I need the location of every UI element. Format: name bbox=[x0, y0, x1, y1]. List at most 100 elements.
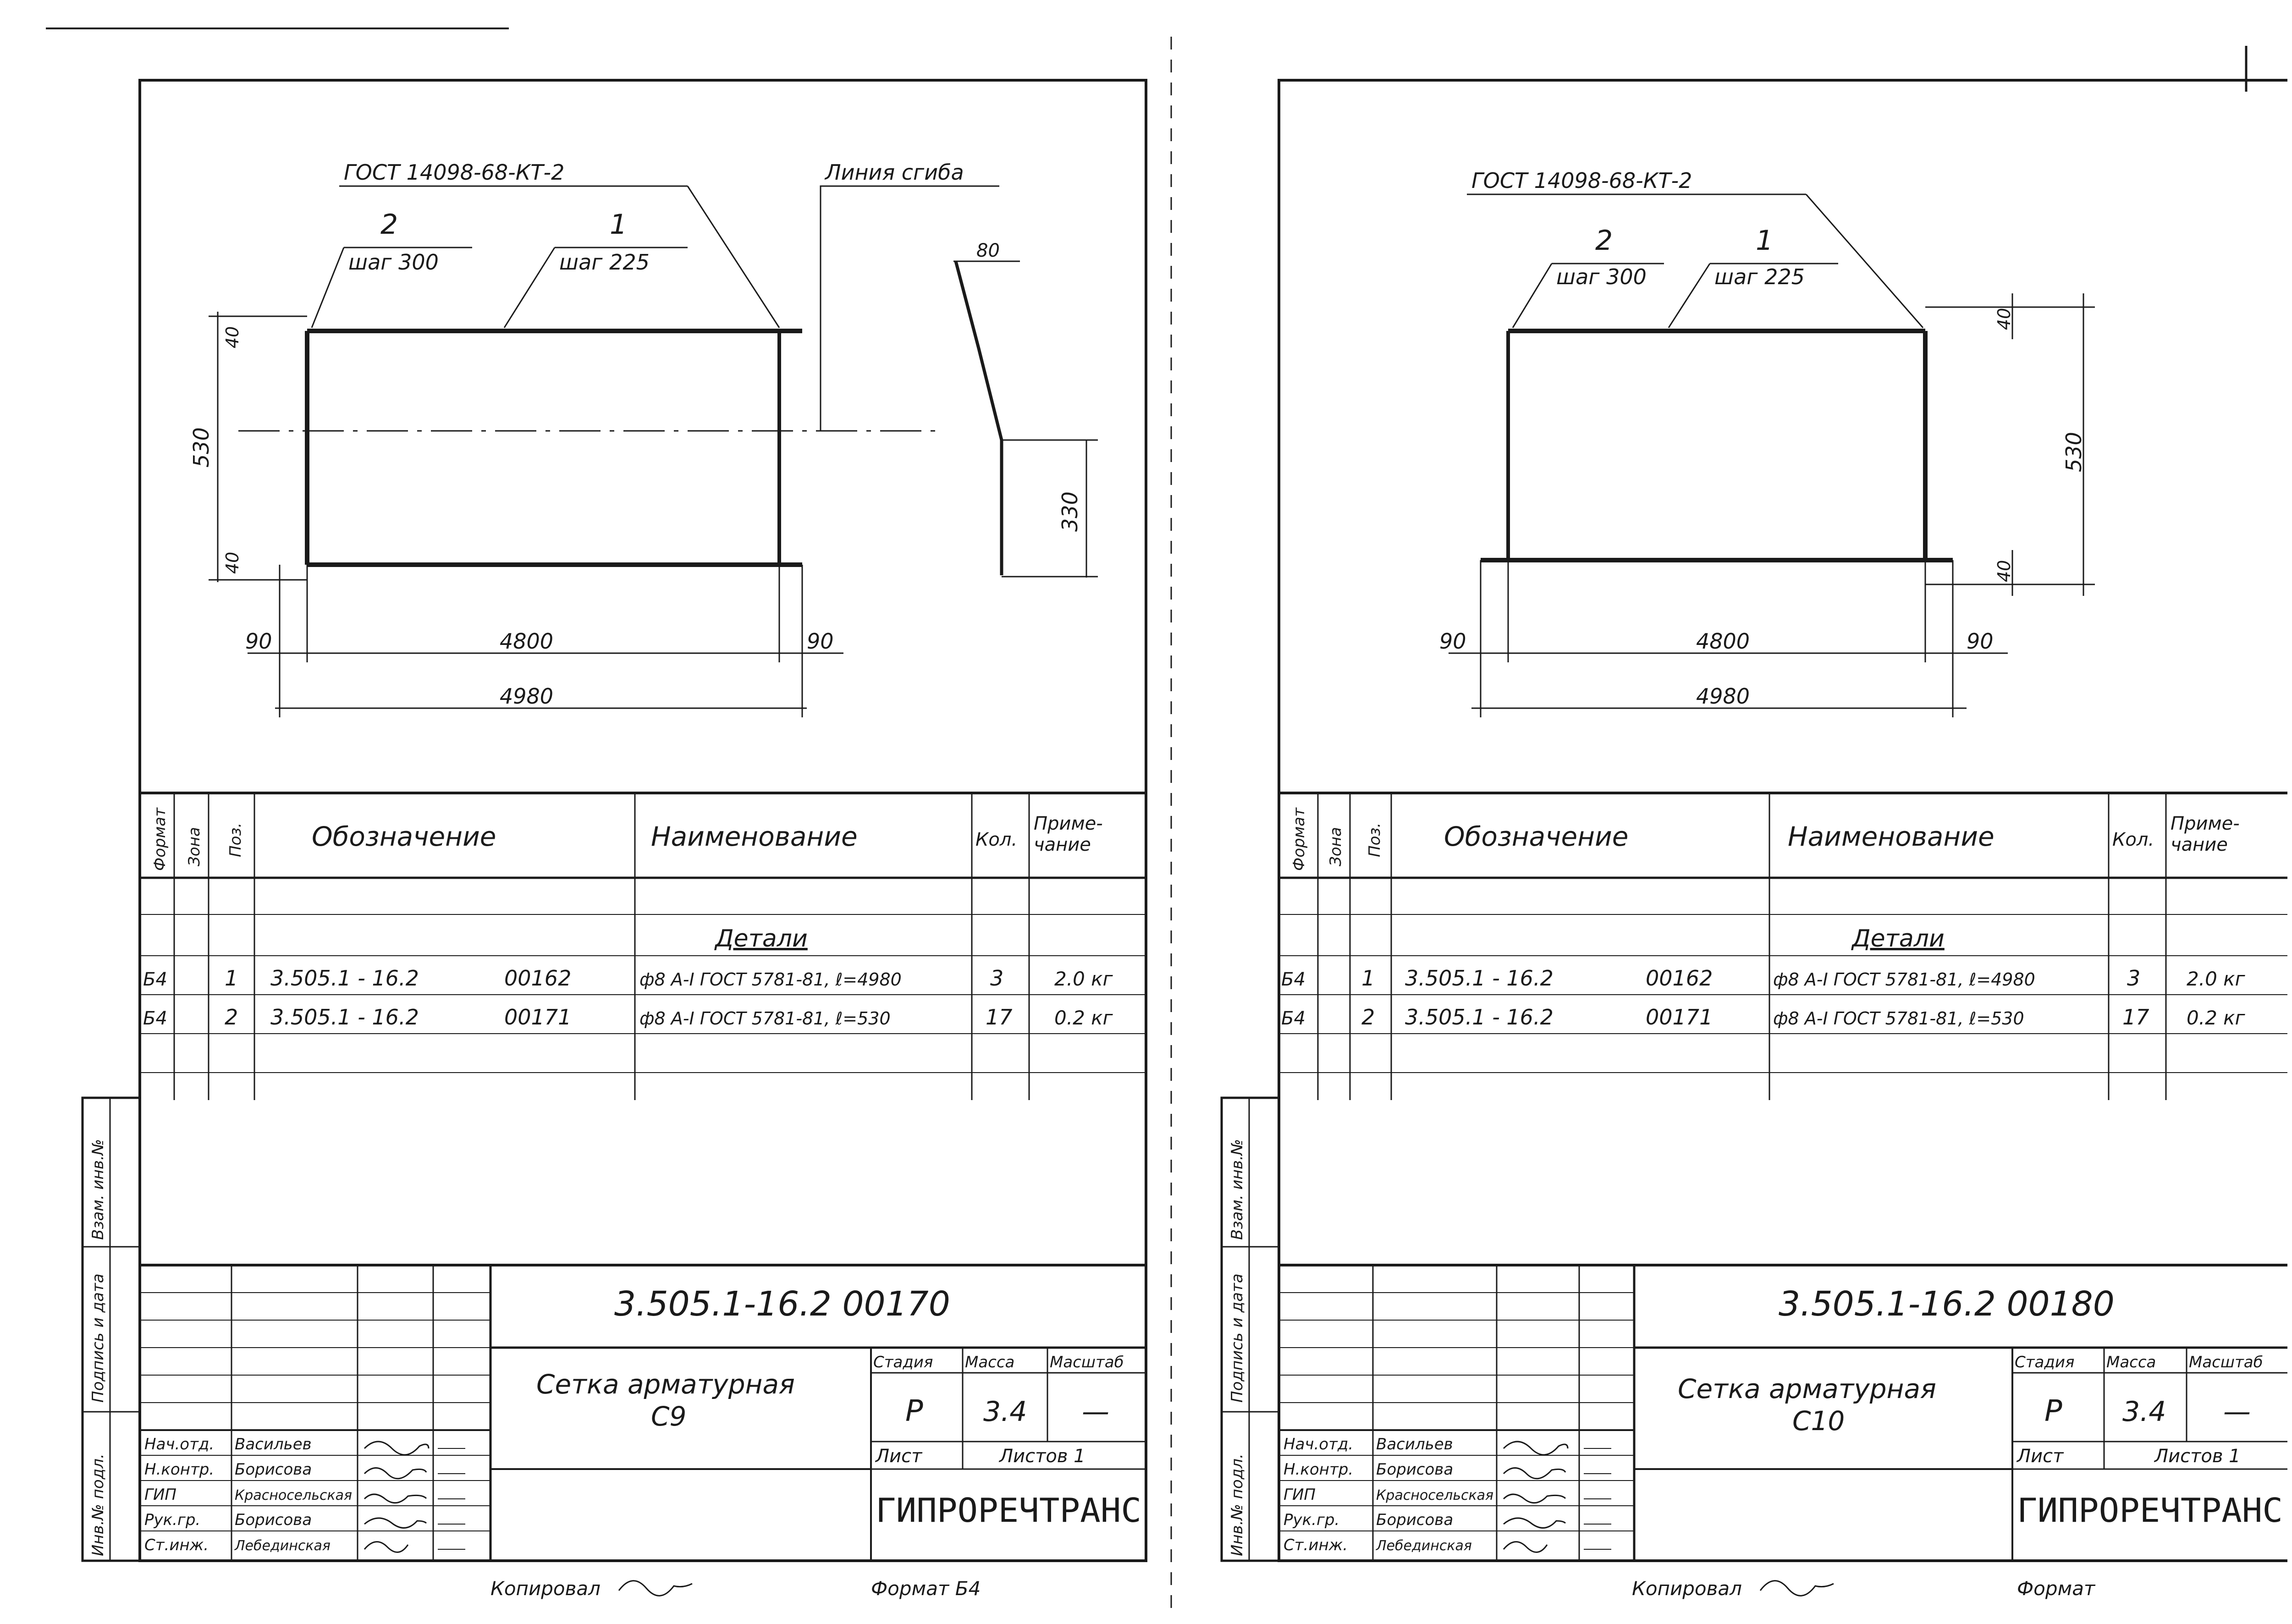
row-1-num: 00162 bbox=[504, 966, 571, 991]
row-2-qty: 17 bbox=[986, 1005, 1013, 1029]
staff-name: Борисова bbox=[1376, 1511, 1453, 1529]
signature bbox=[364, 1517, 427, 1529]
dim-40-bottom: 40 bbox=[222, 552, 242, 574]
staff-name: Лебединская bbox=[1376, 1538, 1472, 1554]
copied-signature bbox=[618, 1580, 693, 1596]
dim-90-left: 90 bbox=[1439, 629, 1466, 654]
header-pos: Поз. bbox=[1366, 823, 1384, 857]
staff-role: Нач.отд. bbox=[1284, 1435, 1353, 1453]
header-format: Формат bbox=[151, 807, 169, 871]
row-2-name: ф8 А-I ГОСТ 5781-81, ℓ=530 bbox=[639, 1008, 891, 1029]
mass-label: Масса bbox=[965, 1353, 1014, 1371]
staff-role: Рук.гр. bbox=[144, 1511, 200, 1529]
row-1-note: 2.0 кг bbox=[2187, 968, 2246, 990]
row-2-name: ф8 А-I ГОСТ 5781-81, ℓ=530 bbox=[1773, 1008, 2024, 1029]
spec-table: Формат Зона Поз. Обозначение Наименовани… bbox=[1279, 792, 2287, 1100]
gost-callout: ГОСТ 14098-68-КТ-2 bbox=[1471, 168, 1692, 193]
header-designation: Обозначение bbox=[312, 821, 496, 852]
signature bbox=[1503, 1541, 1548, 1553]
row-1-name: ф8 А-I ГОСТ 5781-81, ℓ=4980 bbox=[639, 969, 902, 990]
bar-2-step: шаг 300 bbox=[1556, 264, 1647, 289]
sheets-label: Листов 1 bbox=[2154, 1446, 2241, 1467]
dim-530: 530 bbox=[2061, 432, 2086, 472]
staff-name: Васильев bbox=[235, 1435, 312, 1453]
row-1-qty: 3 bbox=[2127, 966, 2140, 991]
stage-label: Стадия bbox=[2015, 1353, 2074, 1371]
bar-2-number: 2 bbox=[380, 209, 398, 241]
row-2-code: 3.505.1 - 16.2 bbox=[1405, 1005, 1554, 1029]
header-format: Формат bbox=[1290, 807, 1308, 871]
side-label-inv: Инв.№ подл. bbox=[1228, 1453, 1246, 1556]
dim-4800: 4800 bbox=[1696, 629, 1750, 654]
dim-40-bottom: 40 bbox=[1994, 560, 2014, 582]
row-2-qty: 17 bbox=[2122, 1005, 2149, 1029]
row-2-note: 0.2 кг bbox=[1054, 1007, 1113, 1029]
section-title: Детали bbox=[714, 925, 808, 952]
signature bbox=[364, 1467, 427, 1480]
signature bbox=[438, 1448, 465, 1550]
scale-label: Масштаб bbox=[1050, 1353, 1124, 1371]
copied-signature bbox=[1759, 1580, 1834, 1596]
sheet-c9: ГОСТ 14098-68-КТ-2 2 шаг 300 1 шаг 225 Л… bbox=[81, 79, 1147, 1600]
bar-2-leader bbox=[1512, 263, 1553, 328]
bent-bar-detail bbox=[954, 261, 1003, 575]
title-block: Нач.отд. Васильев Н.контр. Борисова ГИП … bbox=[140, 1264, 1146, 1600]
header-zone: Зона bbox=[185, 827, 204, 866]
side-strip: Инв.№ подл. Подпись и дата Взам. инв.№ bbox=[1220, 1096, 1280, 1562]
dim-4980: 4980 bbox=[1696, 684, 1750, 709]
row-1-note: 2.0 кг bbox=[1054, 968, 1113, 990]
staff-name: Васильев bbox=[1376, 1435, 1453, 1453]
side-label-replace: Взам. инв.№ bbox=[1228, 1139, 1246, 1240]
header-note: Приме-чание bbox=[1034, 813, 1103, 855]
staff-role: Н.контр. bbox=[144, 1460, 214, 1479]
row-1-num: 00162 bbox=[1646, 966, 1713, 991]
section-title: Детали bbox=[1851, 925, 1945, 952]
header-note: Приме-чание bbox=[2171, 813, 2240, 855]
row-1-name: ф8 А-I ГОСТ 5781-81, ℓ=4980 bbox=[1773, 969, 2035, 990]
bar-1-step: шаг 225 bbox=[559, 250, 650, 275]
staff-role: Нач.отд. bbox=[144, 1435, 214, 1453]
mass-label: Масса bbox=[2106, 1353, 2156, 1371]
header-name: Наименование bbox=[651, 821, 858, 852]
fold-line-label: Линия сгиба bbox=[824, 160, 964, 185]
bar-2-number: 2 bbox=[1595, 225, 1613, 257]
dim-4980: 4980 bbox=[500, 684, 553, 709]
gost-callout: ГОСТ 14098-68-КТ-2 bbox=[344, 160, 564, 185]
row-1-code: 3.505.1 - 16.2 bbox=[1405, 966, 1554, 991]
mass-value: 3.4 bbox=[983, 1396, 1027, 1428]
signature bbox=[1503, 1441, 1569, 1456]
gost-leader bbox=[687, 186, 780, 328]
dim-4800: 4800 bbox=[500, 629, 553, 654]
header-qty: Кол. bbox=[2112, 829, 2154, 850]
dim-330: 330 bbox=[1058, 491, 1082, 532]
title-line2: С10 bbox=[1792, 1405, 1845, 1437]
row-1-code: 3.505.1 - 16.2 bbox=[270, 966, 419, 991]
mesh-drawing: ГОСТ 14098-68-КТ-2 2 шаг 300 1 шаг 225 Л… bbox=[189, 160, 1098, 717]
dim-40-top: 40 bbox=[1994, 308, 2014, 330]
bar-1-leader bbox=[503, 247, 556, 328]
signature bbox=[364, 1441, 430, 1456]
bar-1-number: 1 bbox=[610, 209, 627, 241]
side-strip-frame bbox=[81, 1096, 141, 1562]
staff-role: Ст.инж. bbox=[144, 1536, 209, 1554]
row-1-pos: 1 bbox=[225, 966, 238, 991]
side-label-sign: Подпись и дата bbox=[89, 1273, 107, 1403]
organization-stamp: ГИПРОРЕЧТРАНС bbox=[876, 1491, 1141, 1530]
fold-line-leader bbox=[820, 185, 999, 431]
staff-role: Н.контр. bbox=[1284, 1460, 1353, 1479]
sheets-label: Листов 1 bbox=[998, 1446, 1085, 1467]
row-1-format: Б4 bbox=[143, 969, 167, 990]
signature bbox=[1503, 1467, 1566, 1480]
staff-role: ГИП bbox=[1284, 1486, 1316, 1504]
staff-role: ГИП bbox=[144, 1486, 176, 1504]
side-strip: Инв.№ подл. Подпись и дата Взам. инв.№ bbox=[81, 1096, 141, 1562]
staff-role: Ст.инж. bbox=[1284, 1536, 1348, 1554]
dim-40-top: 40 bbox=[222, 326, 242, 348]
scale-label: Масштаб bbox=[2189, 1353, 2263, 1371]
dim-530: 530 bbox=[189, 427, 214, 468]
sheet-frame bbox=[138, 79, 1147, 1562]
staff-name: Борисова bbox=[235, 1511, 312, 1529]
doc-code: 3.505.1-16.2 00180 bbox=[1779, 1284, 2115, 1324]
organization-stamp: ГИПРОРЕЧТРАНС bbox=[2017, 1491, 2283, 1530]
sheet-c10: ГОСТ 14098-68-КТ-2 2 шаг 300 1 шаг 225 5… bbox=[1220, 79, 2287, 1600]
